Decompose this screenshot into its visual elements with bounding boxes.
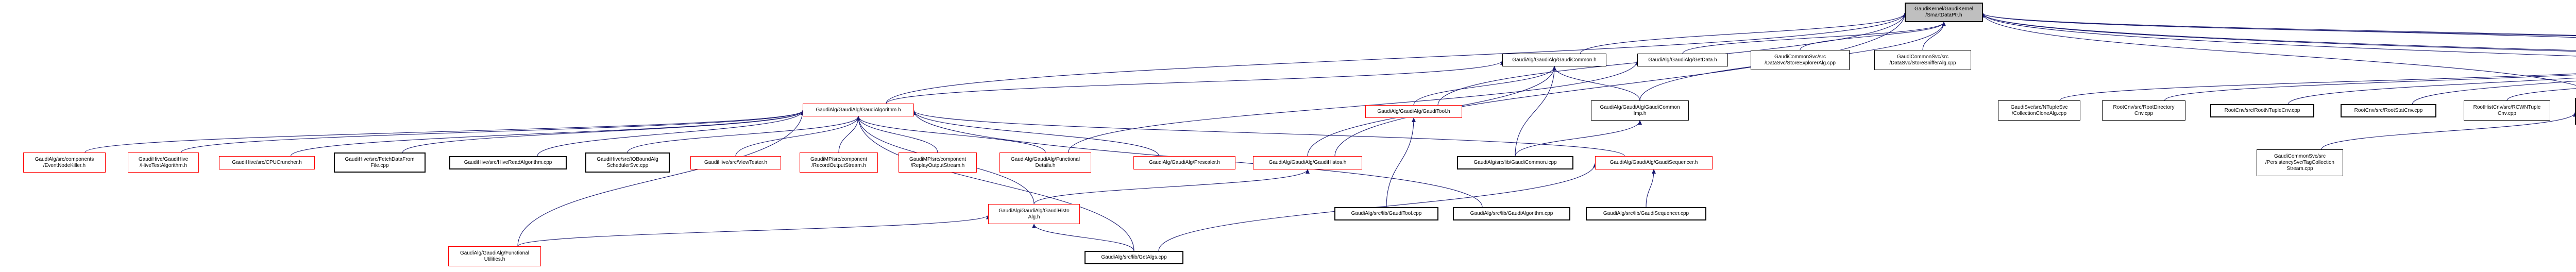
graph-node-gaudicommon_h[interactable]: GaudiAlg/GaudiAlg/GaudiCommon.h <box>1502 54 1606 66</box>
edge-gaudihistoalg_h-to-gaudihistos_h <box>1033 169 1310 205</box>
edge-functionaldetails_h-to-gaudialgorithm_h <box>856 116 1046 153</box>
graph-node-prescaler_h[interactable]: GaudiAlg/GaudiAlg/Prescaler.h <box>1133 156 1235 169</box>
graph-node-gauditool_h[interactable]: GaudiAlg/GaudiAlg/GaudiTool.h <box>1365 105 1462 118</box>
graph-node-getalgs_cpp[interactable]: GaudiAlg/src/lib/GetAlgs.cpp <box>1084 251 1183 264</box>
graph-node-functionaldetails_h[interactable]: GaudiAlg/GaudiAlg/Functional Details.h <box>999 152 1091 173</box>
edge-eventnodekiller_h-to-gaudialgorithm_h <box>84 110 805 153</box>
graph-node-root[interactable]: GaudiKernel/GaudiKernel /SmartDataPtr.h <box>1905 3 1983 22</box>
graph-node-gaudisequencer_h[interactable]: GaudiAlg/GaudiAlg/GaudiSequencer.h <box>1595 156 1713 169</box>
edge-rootdatabasecnv_cpp-to-root <box>1981 12 2576 51</box>
edge-getalgs_cpp-to-gaudialgorithm_h <box>856 116 1134 251</box>
graph-node-viewtester_h[interactable]: GaudiHive/src/ViewTester.h <box>690 156 781 169</box>
edge-gauditool_cpp-to-gauditool_h <box>1386 117 1416 208</box>
edge-eventcollectionselector_h-to-root <box>1981 12 2576 57</box>
edge-perssvc_cpp-to-root <box>1981 12 2576 37</box>
edge-smartdatalocator_h-to-root <box>1981 12 2576 36</box>
edge-hivetestalgorithm_h-to-gaudialgorithm_h <box>180 110 805 153</box>
edge-gaudisequencer_cpp-to-gaudisequencer_h <box>1646 169 1656 208</box>
edge-rootntuplecnv_cpp-to-ntuple_h <box>2287 77 2576 105</box>
graph-node-cpucruncher_h[interactable]: GaudiHive/src/CPUCruncher.h <box>219 156 315 169</box>
edge-selector_cpp-to-root <box>1981 12 2576 52</box>
edge-gaudicommon_icpp-to-gaudicommon_h <box>1515 66 1556 157</box>
graph-node-hivereadalgorithm_cpp[interactable]: GaudiHive/src/HiveReadAlgorithm.cpp <box>449 156 567 169</box>
edge-ioboundalgschedulersvc_cpp-to-gaudialgorithm_h <box>627 116 860 153</box>
edge-functionaldetails_h-to-getdata_h <box>1067 60 1639 153</box>
graph-node-tagcollectionstream_h[interactable]: GaudiCommonSvc/src /PersistencySvc/TagCo… <box>2575 98 2576 125</box>
graph-node-eventnodekiller_h[interactable]: GaudiAlg/src/components /EventNodeKiller… <box>23 152 106 173</box>
edge-storesniffer_cpp-to-root <box>1922 22 1946 50</box>
edge-hivereadalgorithm_cpp-to-gaudialgorithm_h <box>537 110 805 157</box>
edge-prescaler_h-to-gaudialgorithm_h <box>912 110 1160 157</box>
edge-recordoutputstream_h-to-gaudialgorithm_h <box>838 116 860 153</box>
edge-gaudialgorithm_h-to-gaudicommon_h <box>886 60 1504 104</box>
edge-gaudihistos_h-to-root <box>1334 12 1907 157</box>
edge-getdata_h-to-root <box>1682 22 1946 54</box>
graph-node-gaudihistos_h[interactable]: GaudiAlg/GaudiAlg/GaudiHistos.h <box>1253 156 1362 169</box>
graph-node-functionalutilities_h[interactable]: GaudiAlg/GaudiAlg/Functional Utilities.h <box>448 246 541 266</box>
edge-gaudicommonimp_h-to-gaudicommon_h <box>1552 66 1640 101</box>
graph-node-replayoutputstream_h[interactable]: GaudiMP/src/component /ReplayOutputStrea… <box>899 152 977 173</box>
graph-node-gaudicommonimp_h[interactable]: GaudiAlg/GaudiAlg/GaudiCommon Imp.h <box>1591 100 1689 121</box>
graph-node-tagcollectionstream_cpp[interactable]: GaudiCommonSvc/src /PersistencySvc/TagCo… <box>2257 149 2343 176</box>
graph-node-rootdirectorycnv_cpp[interactable]: RootCnv/src/RootDirectory Cnv.cpp <box>2102 100 2185 121</box>
edge-collectionclonealg_cpp-to-ntuple_h <box>2059 73 2576 101</box>
edge-group <box>84 12 2576 251</box>
graph-node-gaudisequencer_cpp[interactable]: GaudiAlg/src/lib/GaudiSequencer.cpp <box>1586 207 1706 220</box>
edge-rootdirectorycnv_cpp-to-ntuple_h <box>2164 74 2576 101</box>
edge-getalgs_cpp-to-gaudihistoalg_h <box>1032 224 1134 251</box>
edge-functionalutilities_h-to-gaudihistoalg_h <box>517 214 990 247</box>
graph-node-rcwntuplecnv_cpp[interactable]: RootHistCnv/src/RCWNTuple Cnv.cpp <box>2464 100 2550 121</box>
edge-gauditool_h-to-gaudicommon_h <box>1413 66 1556 106</box>
graph-node-gauditool_cpp[interactable]: GaudiAlg/src/lib/GaudiTool.cpp <box>1334 207 1438 220</box>
edge-storeexplorer_cpp-to-root <box>1800 22 1946 50</box>
graph-node-rootntuplecnv_cpp[interactable]: RootCnv/src/RootNTupleCnv.cpp <box>2210 104 2314 117</box>
edge-tagcollectionstream_cpp-to-tagcollectionstream_h <box>2321 112 2576 150</box>
graph-node-gaudialgorithm_cpp[interactable]: GaudiAlg/src/lib/GaudiAlgorithm.cpp <box>1453 207 1570 220</box>
edge-rcwntuplecnv_cpp-to-ntuple_h <box>2506 88 2576 101</box>
edge-gaudicommon_h-to-root <box>1580 12 1907 54</box>
edge-rootstatcnv_cpp-to-ntuple_h <box>2412 80 2576 105</box>
edge-tagcollectionstream_h-to-root <box>1981 12 2576 86</box>
graph-node-ioboundalgschedulersvc_cpp[interactable]: GaudiHive/src/IOBoundAlg SchedulerSvc.cp… <box>585 152 670 173</box>
graph-node-hivetestalgorithm_h[interactable]: GaudiHive/GaudiHive /HiveTestAlgorithm.h <box>128 152 199 173</box>
graph-node-recordoutputstream_h[interactable]: GaudiMP/src/component /RecordOutputStrea… <box>800 152 878 173</box>
graph-node-rootstatcnv_cpp[interactable]: RootCnv/src/RootStatCnv.cpp <box>2341 104 2436 117</box>
graph-node-collectionclonealg_cpp[interactable]: GaudiSvc/src/NTupleSvc /CollectionCloneA… <box>1998 100 2080 121</box>
graph-node-gaudicommon_icpp[interactable]: GaudiAlg/src/lib/GaudiCommon.icpp <box>1457 156 1573 169</box>
graph-node-gaudihistoalg_h[interactable]: GaudiAlg/GaudiAlg/GaudiHisto Alg.h <box>988 204 1080 224</box>
edge-gaudicommon_icpp-to-gaudicommonimp_h <box>1515 120 1642 157</box>
edge-fetchdatafromfile_cpp-to-gaudialgorithm_h <box>402 110 805 153</box>
edge-gaudialgorithm_h-to-root <box>886 12 1907 104</box>
graph-node-gaudialgorithm_h[interactable]: GaudiAlg/GaudiAlg/GaudiAlgorithm.h <box>803 104 914 116</box>
graph-node-storeexplorer_cpp[interactable]: GaudiCommonSvc/src /DataSvc/StoreExplore… <box>1751 50 1850 70</box>
edge-viewtester_h-to-gaudialgorithm_h <box>735 116 860 157</box>
graph-node-fetchdatafromfile_cpp[interactable]: GaudiHive/src/FetchDataFrom File.cpp <box>334 152 426 173</box>
graph-node-getdata_h[interactable]: GaudiAlg/GaudiAlg/GetData.h <box>1637 54 1728 66</box>
edge-functionalutilities_h-to-gaudialgorithm_h <box>517 110 805 247</box>
edge-replayoutputstream_h-to-gaudialgorithm_h <box>856 116 938 153</box>
edge-gaudisequencer_h-to-gaudialgorithm_h <box>912 110 1625 157</box>
graph-node-storesniffer_cpp[interactable]: GaudiCommonSvc/src /DataSvc/StoreSniffer… <box>1874 50 1971 70</box>
